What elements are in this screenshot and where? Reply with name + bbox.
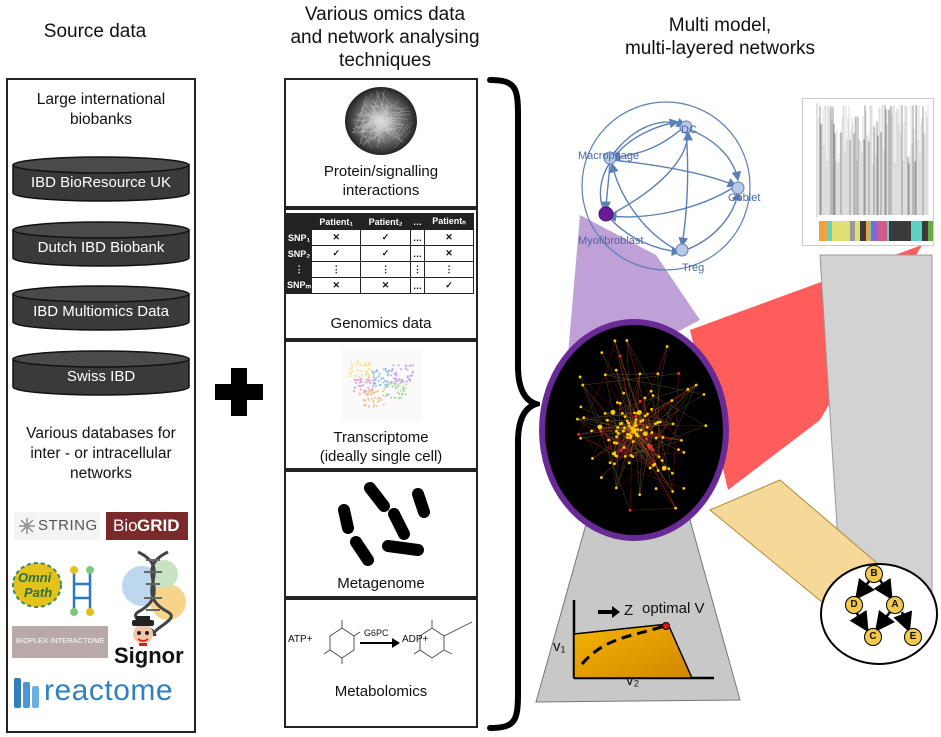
bacteria-icon xyxy=(338,482,430,566)
biobank-cylinder-4: Swiss IBD xyxy=(12,350,190,396)
table-row: SNP₁ ✕ ✓ … ✕ xyxy=(285,229,474,246)
omics-heading: Various omics data and network analysing… xyxy=(290,4,480,71)
dag-node-b: B xyxy=(865,565,883,583)
table-row: ⋮ ⋮ ⋮ ⋮ ⋮ xyxy=(285,261,474,278)
bioplex-logo: BIOPLEX INTERACTOME xyxy=(12,626,108,658)
genomics-panel: Patient₁ Patient₂ … Patientₙ SNP₁ ✕ ✓ … … xyxy=(284,208,478,340)
dendrogram-panel xyxy=(802,98,934,246)
reaction-diagram xyxy=(323,620,473,664)
dag-node-e: E xyxy=(904,628,922,646)
dendrogram xyxy=(816,103,933,241)
dag-node-c: C xyxy=(864,628,882,646)
cell-network xyxy=(581,101,751,271)
biobank-cylinder-2: Dutch IBD Biobank xyxy=(12,221,190,267)
curly-brace xyxy=(487,77,540,731)
biobanks-title: Large international biobanks xyxy=(36,91,166,128)
genotype-table: Patient₁ Patient₂ … Patientₙ SNP₁ ✕ ✓ … … xyxy=(285,213,474,294)
plus-icon xyxy=(215,368,263,416)
signor-mascot-icon xyxy=(132,616,154,646)
biobank-cylinder-1: IBD BioResource UK xyxy=(12,156,190,202)
source-panel: Large international biobanks IBD BioReso… xyxy=(6,78,196,733)
metabolomics-panel: ATP+ G6PC ADP+ Metabolomics xyxy=(284,598,478,728)
dag-node-a: A xyxy=(886,596,904,614)
table-row: SNPₘ ✕ ✕ … ✓ xyxy=(285,277,474,294)
multi-heading: Multi model, multi-layered networks xyxy=(624,15,816,59)
reactome-icon xyxy=(14,678,39,708)
biogrid-logo: Bio GRID xyxy=(106,512,188,540)
node-label-dc: DC xyxy=(681,124,697,136)
optimization-plot: Z optimal V v₁ v₂ xyxy=(553,600,714,689)
omnipath-arrows-icon xyxy=(70,566,94,616)
table-row: SNP₂ ✓ ✓ … ✕ xyxy=(285,245,474,262)
source-heading: Source data xyxy=(43,21,147,42)
dna-helix-icon xyxy=(122,550,186,636)
transcriptome-panel: Transcriptome (ideally single cell) xyxy=(284,340,478,470)
layer-connectors xyxy=(535,215,933,703)
string-network-icon xyxy=(19,518,35,534)
reactome-logo: reactome xyxy=(12,674,192,714)
integrated-network xyxy=(539,319,729,541)
node-label-goblet: Goblet xyxy=(728,192,761,204)
dag-nodes: B D A C E xyxy=(818,560,940,668)
signor-logo: Signor xyxy=(114,643,184,668)
metagenome-panel: Metagenome xyxy=(284,470,478,598)
omnipath-logo: Omni Path xyxy=(12,558,66,618)
dag-node-d: D xyxy=(845,596,863,614)
node-label-myofibroblast: Myofibroblast xyxy=(578,235,644,247)
string-logo: STRING xyxy=(14,512,100,540)
node-label-macrophage: Macrophage xyxy=(578,150,640,162)
databases-title: Various databases for inter - or intrace… xyxy=(26,425,176,482)
umap-plot xyxy=(342,348,422,422)
node-label-treg: Treg xyxy=(682,262,705,274)
protein-network-hairball xyxy=(345,87,417,155)
biobank-cylinder-3: IBD Multiomics Data xyxy=(12,285,190,331)
protein-panel: Protein/signalling interactions xyxy=(284,78,478,208)
